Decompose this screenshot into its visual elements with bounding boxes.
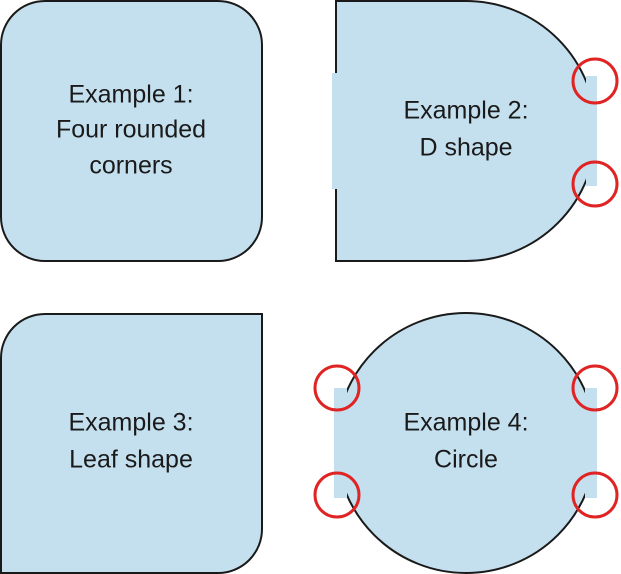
circle-edge-artifact-left [334, 388, 347, 498]
highlight-circle-marker [571, 471, 619, 519]
d-shape-edge-artifact-left [332, 73, 339, 189]
example-4-label-line-1: Example 4: [403, 409, 528, 437]
example-3-label-line-2: Leaf shape [69, 446, 193, 474]
d-shape-edge-artifact-right [586, 76, 597, 186]
example-3-label-line-1: Example 3: [68, 409, 193, 437]
highlight-circle-marker [571, 364, 619, 412]
leaf-shape-fill [1, 314, 262, 573]
example-3: Example 3: Leaf shape [0, 313, 263, 574]
highlight-circle-marker [571, 57, 619, 105]
example-1-label-line-1: Example 1: [68, 81, 193, 109]
example-1-label-line-2: Four rounded [56, 116, 206, 144]
highlight-circle-marker [313, 471, 361, 519]
example-1-label-line-3: corners [89, 152, 172, 180]
d-shape-fill [336, 1, 596, 261]
example-2-label-line-2: D shape [419, 134, 512, 162]
circle-shape-fill [336, 313, 596, 573]
example-2: Example 2: D shape [332, 0, 619, 262]
example-4: Example 4: Circle [313, 312, 619, 574]
example-1: Example 1: Four rounded corners [0, 0, 263, 262]
example-4-label-line-2: Circle [434, 446, 498, 474]
leaf-shape-outline [0, 313, 263, 574]
rounded-rectangle-shape [0, 0, 263, 262]
example-2-label-line-1: Example 2: [403, 97, 528, 125]
circle-edge-artifact-right [585, 388, 597, 498]
highlight-circle-marker [313, 364, 361, 412]
highlight-circle-marker [571, 160, 619, 208]
